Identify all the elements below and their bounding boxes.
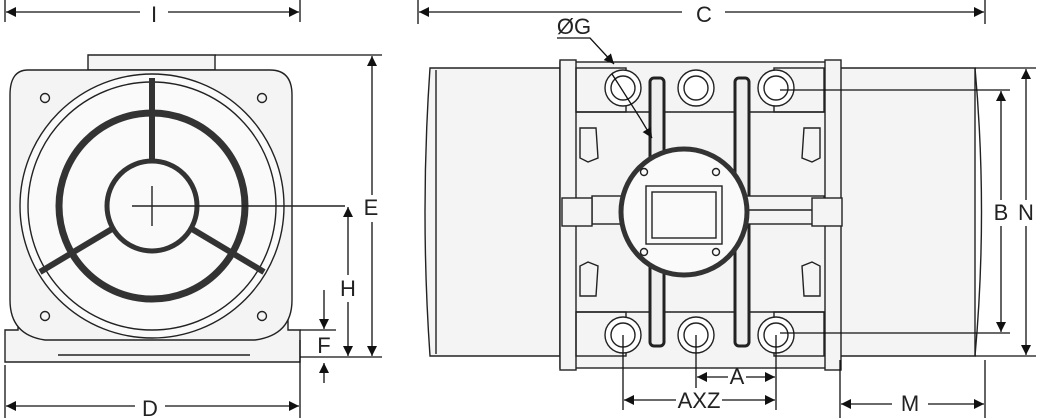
side-terminal-plate	[645, 185, 723, 245]
front-bolt-hole	[256, 310, 268, 322]
side-view	[424, 59, 983, 371]
front-top-flange	[87, 54, 216, 71]
side-terminal-box	[618, 146, 750, 278]
side-dimensions: C ØG B N A AXZ M	[417, 0, 1036, 418]
front-bolt-hole	[256, 92, 268, 104]
label-I: I	[151, 2, 157, 27]
front-bolt-hole	[39, 92, 51, 104]
front-view	[4, 54, 345, 363]
label-AXZ: AXZ	[678, 388, 721, 413]
label-D: D	[142, 396, 158, 419]
label-E: E	[364, 195, 379, 220]
front-bolt-hole	[39, 310, 51, 322]
label-B: B	[994, 200, 1009, 225]
front-spoke-left	[38, 223, 119, 275]
front-spoke-right	[185, 223, 266, 275]
label-N: N	[1018, 200, 1034, 225]
label-M: M	[901, 391, 919, 416]
side-right-cylinder	[839, 67, 976, 357]
side-bolt-top	[604, 69, 795, 107]
side-left-cylinder	[424, 67, 561, 357]
side-bolt-bottom	[604, 316, 795, 354]
label-F: F	[317, 333, 330, 358]
label-C: C	[696, 2, 712, 27]
label-G: ØG	[557, 14, 591, 39]
front-dimensions: I D E H F	[4, 0, 382, 419]
label-A: A	[730, 364, 745, 389]
label-H: H	[340, 276, 356, 301]
